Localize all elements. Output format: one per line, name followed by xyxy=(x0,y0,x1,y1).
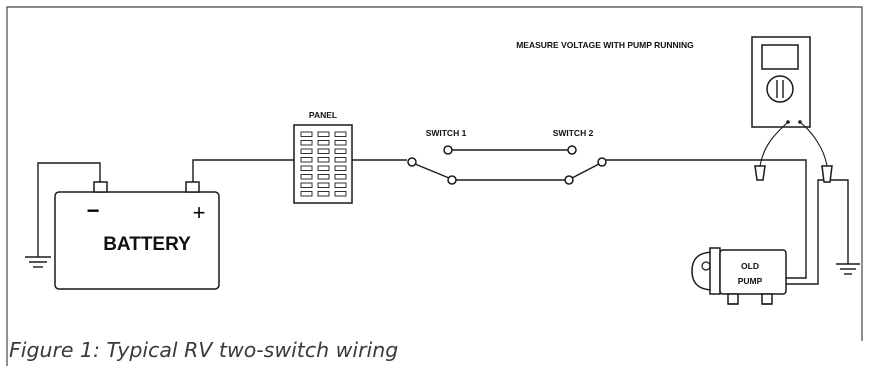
panel-fuse-slot xyxy=(317,140,330,146)
panel-fuse-slot xyxy=(334,131,347,137)
panel-fuse-slot xyxy=(334,140,347,146)
probe-lead-black xyxy=(799,121,828,167)
panel-fuse-slot xyxy=(334,165,347,171)
panel-fuse-slot xyxy=(300,157,313,163)
switch1-label: SWITCH 1 xyxy=(426,128,467,138)
battery-negative-sign: − xyxy=(87,198,100,223)
wire-switch2-to-pump xyxy=(606,159,807,279)
fuse-panel: PANEL xyxy=(293,110,353,204)
panel-fuse-slot xyxy=(334,191,347,197)
three-way-switch-1: SWITCH 1 xyxy=(407,128,467,185)
pump-collar xyxy=(709,247,721,295)
pump-motor xyxy=(719,249,787,295)
battery-negative-terminal xyxy=(93,181,108,193)
figure-frame xyxy=(6,6,863,366)
panel-label: PANEL xyxy=(309,110,337,120)
measure-voltage-note: MEASURE VOLTAGE WITH PUMP RUNNING xyxy=(516,40,694,50)
panel-fuse-slot xyxy=(334,157,347,163)
ground-symbol-pump xyxy=(836,263,860,275)
battery-positive-terminal xyxy=(185,181,200,193)
battery: − + BATTERY xyxy=(54,181,220,290)
panel-fuse-slot xyxy=(317,165,330,171)
probe-clip-left xyxy=(754,165,766,181)
panel-fuse-slot xyxy=(300,131,313,137)
ground-wire-battery xyxy=(37,162,101,257)
panel-fuse-slot xyxy=(317,157,330,163)
panel-fuse-slot xyxy=(300,140,313,146)
panel-fuse-slot xyxy=(317,131,330,137)
switch2-label: SWITCH 2 xyxy=(553,128,594,138)
multimeter: MEASURE VOLTAGE WITH PUMP RUNNING xyxy=(516,36,811,128)
water-pump: OLD PUMP xyxy=(691,247,787,305)
wire-battery-to-panel xyxy=(192,159,294,182)
multimeter-dial xyxy=(766,75,794,103)
panel-fuse-slot xyxy=(317,174,330,180)
pump-label-line2: PUMP xyxy=(738,276,763,286)
panel-fuse-slot xyxy=(300,165,313,171)
panel-fuse-slot xyxy=(300,191,313,197)
panel-fuse-slot xyxy=(334,182,347,188)
panel-fuse-slot xyxy=(300,182,313,188)
panel-fuse-slot xyxy=(300,148,313,154)
ground-symbol-battery xyxy=(25,256,51,268)
multimeter-display xyxy=(761,44,799,70)
panel-fuse-slot xyxy=(317,191,330,197)
three-way-switch-2: SWITCH 2 xyxy=(553,128,607,185)
probe-lead-red xyxy=(759,121,789,167)
panel-fuse-slot xyxy=(334,174,347,180)
figure-caption: Figure 1: Typical RV two-switch wiring xyxy=(9,338,398,362)
pump-head xyxy=(691,251,715,291)
battery-positive-sign: + xyxy=(193,200,206,225)
panel-fuse-slot xyxy=(334,148,347,154)
battery-body xyxy=(54,191,220,290)
panel-box xyxy=(293,124,353,204)
ground-wire-pump xyxy=(786,179,849,285)
battery-label: BATTERY xyxy=(103,234,191,255)
panel-fuse-slot xyxy=(300,174,313,180)
panel-fuse-slot xyxy=(317,182,330,188)
panel-fuse-slot xyxy=(317,148,330,154)
panel-fuses xyxy=(300,131,347,197)
probe-clip-right xyxy=(821,165,833,183)
pump-label-line1: OLD xyxy=(741,261,759,271)
